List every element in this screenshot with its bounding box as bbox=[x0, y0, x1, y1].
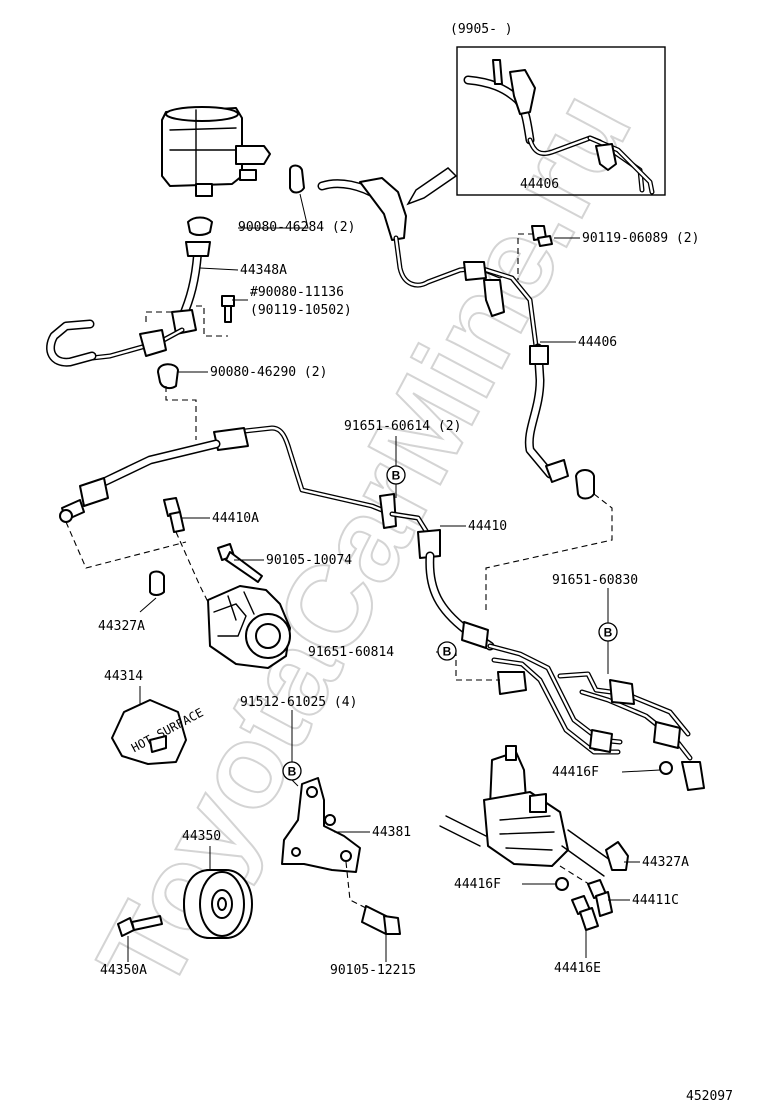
leader-lines bbox=[127, 193, 661, 962]
hose-clamp-icon bbox=[289, 164, 305, 194]
diagram-id: 452097 bbox=[686, 1089, 733, 1104]
reservoir-icon bbox=[161, 106, 271, 197]
inset-panel: (9905- ) 44406 bbox=[450, 22, 666, 196]
hose-clamp-icon bbox=[575, 469, 595, 500]
hose-clamp-icon bbox=[187, 216, 213, 236]
bolt-icon bbox=[117, 915, 163, 937]
label-44411c: 44411C bbox=[632, 893, 679, 908]
svg-text:B: B bbox=[604, 626, 613, 640]
union-bolt-icon bbox=[587, 879, 613, 917]
label-44314: 44314 bbox=[104, 669, 143, 684]
part-labels: 90080-46284 (2) 90119-06089 (2) 44348A #… bbox=[98, 220, 733, 1104]
bolt-icon bbox=[531, 225, 553, 247]
bracket-icon bbox=[281, 777, 361, 873]
svg-text:B: B bbox=[392, 469, 401, 483]
label-44410: 44410 bbox=[468, 519, 507, 534]
label-90119-06089: 90119-06089 (2) bbox=[582, 231, 699, 246]
label-44350a: 44350A bbox=[100, 963, 147, 978]
pump-icon bbox=[207, 585, 291, 669]
svg-text:B: B bbox=[443, 645, 452, 659]
label-91651-60614: 91651-60614 (2) bbox=[344, 419, 461, 434]
svg-text:B: B bbox=[288, 765, 297, 779]
label-44327a-right: 44327A bbox=[642, 855, 689, 870]
union-bolt-icon bbox=[163, 497, 185, 533]
fitting-icon bbox=[605, 841, 629, 871]
fitting-icon bbox=[149, 570, 165, 596]
label-44416f-lower: 44416F bbox=[454, 877, 501, 892]
label-90105-10074: 90105-10074 bbox=[266, 553, 352, 568]
steering-gear-icon bbox=[439, 745, 611, 877]
arrow-icon bbox=[406, 167, 458, 206]
bolt-icon bbox=[361, 905, 401, 935]
label-91512-61025: 91512-61025 (4) bbox=[240, 695, 357, 710]
label-44416e: 44416E bbox=[554, 961, 601, 976]
label-44416f-upper: 44416F bbox=[552, 765, 599, 780]
label-44406: 44406 bbox=[578, 335, 617, 350]
label-90119-10502: (90119-10502) bbox=[250, 303, 352, 318]
inset-label: (9905- ) bbox=[450, 22, 513, 37]
inset-part-label: 44406 bbox=[520, 177, 559, 192]
label-44350: 44350 bbox=[182, 829, 221, 844]
label-90080-11136: #90080-11136 bbox=[250, 285, 344, 300]
pulley-icon bbox=[183, 869, 253, 939]
pressure-hose-44406 bbox=[317, 177, 569, 483]
pressure-hose-44410 bbox=[59, 425, 705, 791]
inset-hose-icon bbox=[463, 59, 655, 195]
callout-b: B bbox=[598, 622, 618, 642]
label-44348a: 44348A bbox=[240, 263, 287, 278]
label-44410a: 44410A bbox=[212, 511, 259, 526]
label-44381: 44381 bbox=[372, 825, 411, 840]
label-90080-46290: 90080-46290 (2) bbox=[210, 365, 327, 380]
label-91651-60814: 91651-60814 bbox=[308, 645, 394, 660]
return-hose-44348a bbox=[46, 241, 211, 367]
bolt-icon bbox=[217, 543, 263, 583]
label-91651-60830: 91651-60830 bbox=[552, 573, 638, 588]
bolt-icon bbox=[221, 295, 235, 323]
hose-clamp-icon bbox=[157, 363, 179, 390]
watermark: ToyotaCarMine.ru bbox=[73, 71, 656, 1011]
label-44327a-left: 44327A bbox=[98, 619, 145, 634]
union-bolt-icon bbox=[571, 895, 599, 931]
label-90080-46284: 90080-46284 (2) bbox=[238, 220, 355, 235]
callout-b: B bbox=[437, 641, 457, 661]
label-90105-12215: 90105-12215 bbox=[330, 963, 416, 978]
callout-b: B bbox=[282, 761, 302, 781]
callout-b: B bbox=[386, 465, 406, 485]
